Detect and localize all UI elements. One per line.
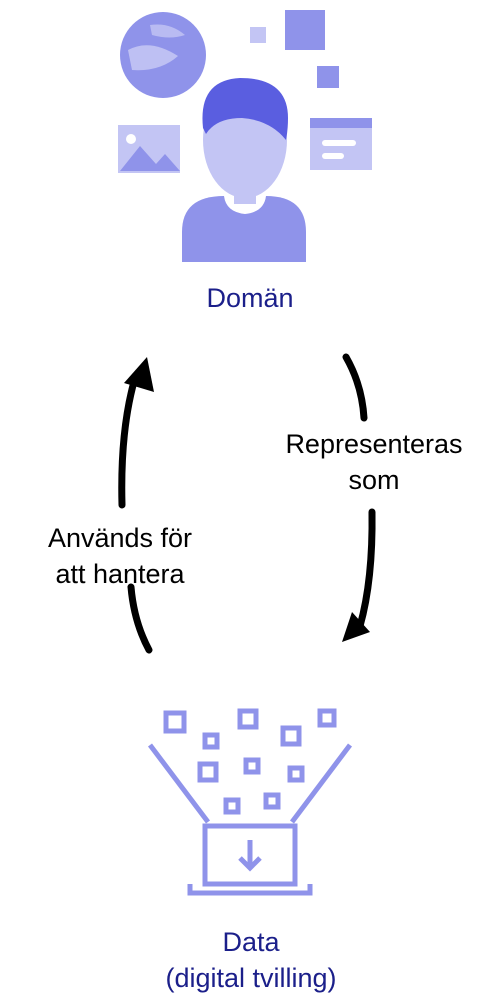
data-label-line1: Data bbox=[222, 927, 280, 957]
edge-label-data-to-domain: Används för att hantera bbox=[0, 520, 240, 592]
edge-label-domain-to-data: Representeras som bbox=[246, 426, 502, 498]
person-with-content-icon bbox=[118, 10, 372, 262]
arrow-data-to-domain bbox=[118, 357, 154, 654]
arrow-domain-to-data bbox=[342, 353, 376, 642]
domain-label: Domän bbox=[206, 283, 294, 313]
edge-label-line2: att hantera bbox=[55, 559, 185, 589]
edge-label-line1: Används för bbox=[47, 523, 193, 553]
edge-label-line2: som bbox=[348, 465, 400, 495]
data-label-line2: (digital tvilling) bbox=[165, 963, 337, 993]
edge-label-line1: Representeras bbox=[285, 429, 463, 459]
laptop-data-download-icon bbox=[148, 708, 352, 896]
data-label: Data (digital tvilling) bbox=[120, 924, 382, 996]
